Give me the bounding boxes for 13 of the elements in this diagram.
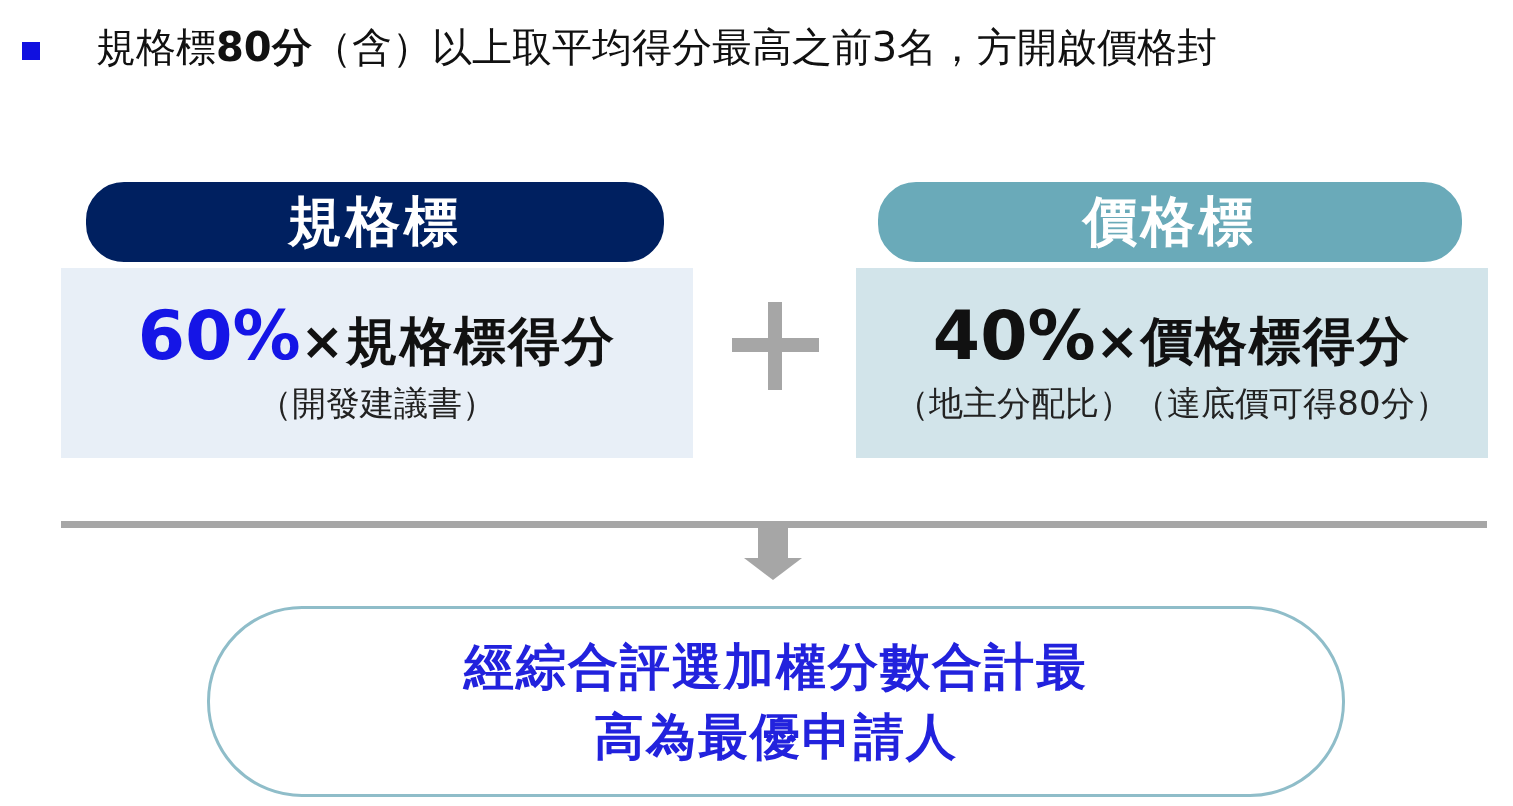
weight-percent: 40%	[932, 296, 1096, 375]
down-arrow	[744, 528, 802, 580]
score-panel	[856, 268, 1488, 458]
score-formula: ×規格標得分	[300, 311, 617, 371]
score-formula: ×價格標得分	[1095, 311, 1412, 371]
title: 規格標80分（含）以上取平均得分最高之前3名，方開啟價格封	[96, 23, 1218, 72]
header-text: 規格標	[288, 188, 462, 255]
divider-bar	[61, 521, 1487, 528]
result-text: 經綜合評選加權分數合計最高為最優申請人	[462, 636, 1089, 768]
weight-percent: 60%	[137, 296, 301, 375]
note-text: （開發建議書）	[258, 382, 496, 425]
note-text: （地主分配比）（達底價可得80分）	[895, 382, 1449, 425]
header-text: 價格標	[1083, 188, 1257, 255]
